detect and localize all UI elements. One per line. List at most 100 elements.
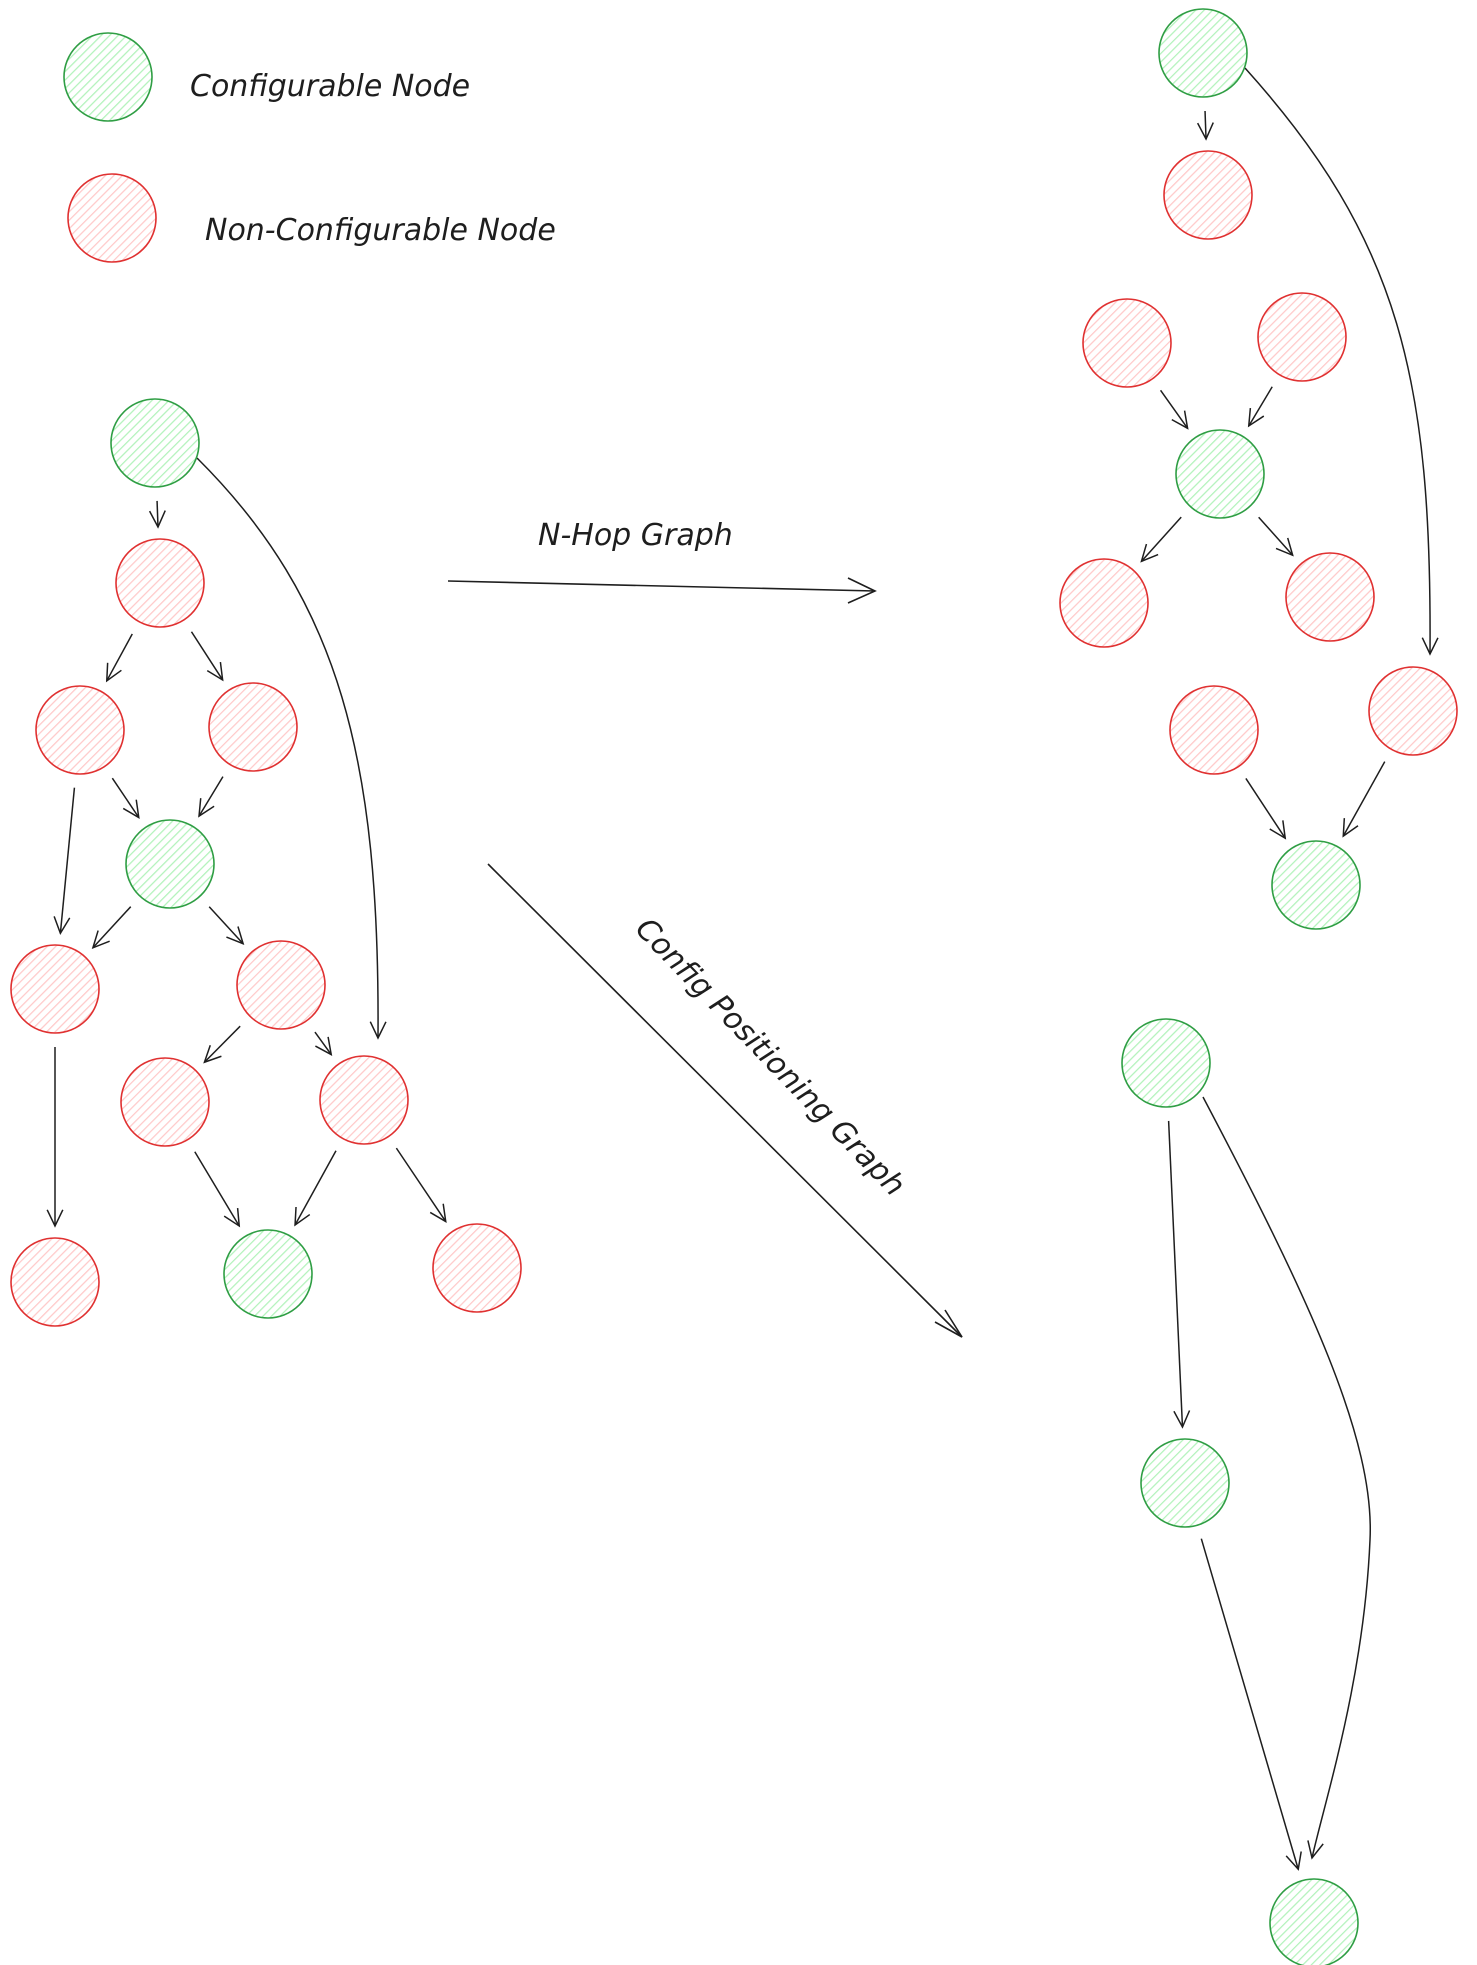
n-hop-node-0-configurable-outline xyxy=(1158,8,1248,98)
full-node-4-configurable xyxy=(125,819,215,909)
n-hop-arrowhead-3-4 xyxy=(1247,407,1265,428)
full-edge-2-4 xyxy=(111,777,140,818)
full-node-9-non-configurable-outline xyxy=(10,1237,100,1327)
full-node-1-non-configurable-fill xyxy=(116,539,204,627)
full-edge-8-10 xyxy=(294,1150,337,1226)
full-edge-6-7 xyxy=(203,1025,241,1063)
full-node-9-non-configurable xyxy=(10,1237,100,1327)
n-hop-node-4-configurable xyxy=(1175,429,1265,519)
n-hop-node-1-non-configurable xyxy=(1163,150,1253,240)
config-positioning-edge-1-2 xyxy=(1200,1538,1299,1870)
full-node-10-configurable xyxy=(223,1229,313,1319)
full-edge-8-11 xyxy=(395,1147,447,1222)
full-node-3-non-configurable-fill xyxy=(209,683,297,771)
full-node-5-non-configurable-fill xyxy=(11,945,99,1033)
full-node-8-non-configurable-fill xyxy=(320,1056,408,1144)
legend-non-configurable-node xyxy=(67,173,157,263)
legend-configurable-label: Configurable Node xyxy=(190,69,470,104)
full-arrowhead-8-11 xyxy=(429,1203,447,1223)
n-hop-node-3-non-configurable-fill xyxy=(1258,293,1346,381)
n-hop-node-3-non-configurable-outline xyxy=(1257,292,1347,382)
full-arrowhead-6-8 xyxy=(315,1036,333,1056)
full-node-11-non-configurable-fill xyxy=(433,1224,521,1312)
full-node-0-configurable-outline xyxy=(110,398,200,488)
config-positioning-node-0-configurable-fill xyxy=(1122,1019,1210,1107)
config-positioning-node-2-configurable-outline xyxy=(1269,1878,1359,1965)
n-hop-node-5-non-configurable-fill xyxy=(1060,559,1148,647)
n-hop-arrowhead-8-9 xyxy=(1342,818,1359,838)
configurable-node-swatch xyxy=(63,32,153,122)
n-hop-node-7-non-configurable-outline xyxy=(1169,685,1259,775)
n-hop-edge-4-6 xyxy=(1258,516,1294,556)
full-node-8-non-configurable-outline xyxy=(319,1055,409,1145)
legend-configurable-node xyxy=(63,32,153,122)
edges-layer xyxy=(46,67,1439,1871)
full-arrowhead-2-5 xyxy=(53,916,71,935)
n-hop-edge-7-9 xyxy=(1245,778,1286,839)
full-arrowhead-4-6 xyxy=(226,926,245,946)
full-edge-1-2 xyxy=(106,633,133,682)
n-hop-edge-0-1 xyxy=(1204,110,1207,140)
n-hop-label: N-Hop Graph xyxy=(538,518,733,553)
full-arrowhead-7-10 xyxy=(223,1207,241,1228)
non-configurable-node-swatch-outline xyxy=(67,173,157,263)
full-arrowhead-5-9 xyxy=(46,1209,64,1228)
n-hop-edge-4-5 xyxy=(1140,516,1182,562)
full-arrowhead-2-4 xyxy=(122,799,140,819)
config-positioning-edge-0-1 xyxy=(1167,1120,1184,1428)
full-node-6-non-configurable xyxy=(236,940,326,1030)
config-positioning-arrowhead-0-2 xyxy=(1307,1840,1324,1860)
full-node-11-non-configurable-outline xyxy=(432,1223,522,1313)
full-arrowhead-8-10 xyxy=(294,1206,311,1227)
full-arrowhead-1-3 xyxy=(206,662,224,682)
nodes-layer xyxy=(10,8,1458,1965)
n-hop-node-3-non-configurable xyxy=(1257,292,1347,382)
n-hop-edge-8-9 xyxy=(1342,761,1386,837)
full-node-2-non-configurable-fill xyxy=(36,686,124,774)
full-node-4-configurable-outline xyxy=(125,819,215,909)
n-hop-node-2-non-configurable-fill xyxy=(1083,299,1171,387)
n-hop-node-8-non-configurable-outline xyxy=(1368,666,1458,756)
full-node-5-non-configurable-outline xyxy=(10,944,100,1034)
config-positioning-node-0-configurable xyxy=(1121,1018,1211,1108)
n-hop-node-8-non-configurable-fill xyxy=(1369,667,1457,755)
full-node-6-non-configurable-fill xyxy=(237,941,325,1029)
full-edge-0-1 xyxy=(156,500,159,528)
config-positioning-arrow xyxy=(487,863,963,1338)
full-node-5-non-configurable xyxy=(10,944,100,1034)
n-hop-arrowhead-4-6 xyxy=(1275,537,1294,557)
full-node-0-configurable-fill xyxy=(111,399,199,487)
n-hop-node-0-configurable-fill xyxy=(1159,9,1247,97)
full-node-9-non-configurable-fill xyxy=(11,1238,99,1326)
n-hop-arrowhead-0-8 xyxy=(1421,637,1439,656)
n-hop-arrowhead-7-9 xyxy=(1269,820,1287,840)
legend-non-configurable-label: Non-Configurable Node xyxy=(205,213,556,248)
full-edge-3-4 xyxy=(198,776,224,817)
n-hop-node-0-configurable xyxy=(1158,8,1248,98)
configurable-node-swatch-outline xyxy=(63,32,153,122)
config-positioning-edge-0-2 xyxy=(1202,1096,1372,1859)
n-hop-node-5-non-configurable-outline xyxy=(1059,558,1149,648)
full-arrowhead-1-2 xyxy=(105,662,122,683)
full-node-1-non-configurable-outline xyxy=(115,538,205,628)
full-arrowhead-6-7 xyxy=(203,1044,222,1064)
config-positioning-node-2-configurable xyxy=(1269,1878,1359,1965)
config-positioning-node-1-configurable xyxy=(1140,1438,1230,1528)
n-hop-arrow xyxy=(447,580,876,592)
legend: Configurable Node Non-Configurable Node xyxy=(63,32,556,263)
full-edge-6-8 xyxy=(314,1031,332,1056)
full-node-2-non-configurable xyxy=(35,685,125,775)
full-node-0-configurable xyxy=(110,398,200,488)
n-hop-node-4-configurable-outline xyxy=(1175,429,1265,519)
n-hop-arrowhead-4-5 xyxy=(1140,543,1159,563)
n-hop-node-5-non-configurable xyxy=(1059,558,1149,648)
n-hop-edge-0-8 xyxy=(1244,67,1431,655)
n-hop-node-1-non-configurable-outline xyxy=(1163,150,1253,240)
full-node-3-non-configurable xyxy=(208,682,298,772)
n-hop-node-7-non-configurable-fill xyxy=(1170,686,1258,774)
full-edge-4-5 xyxy=(92,906,132,949)
n-hop-node-6-non-configurable xyxy=(1285,552,1375,642)
full-node-6-non-configurable-outline xyxy=(236,940,326,1030)
config-positioning-label: Config Positioning Graph xyxy=(628,911,912,1203)
full-node-8-non-configurable xyxy=(319,1055,409,1145)
